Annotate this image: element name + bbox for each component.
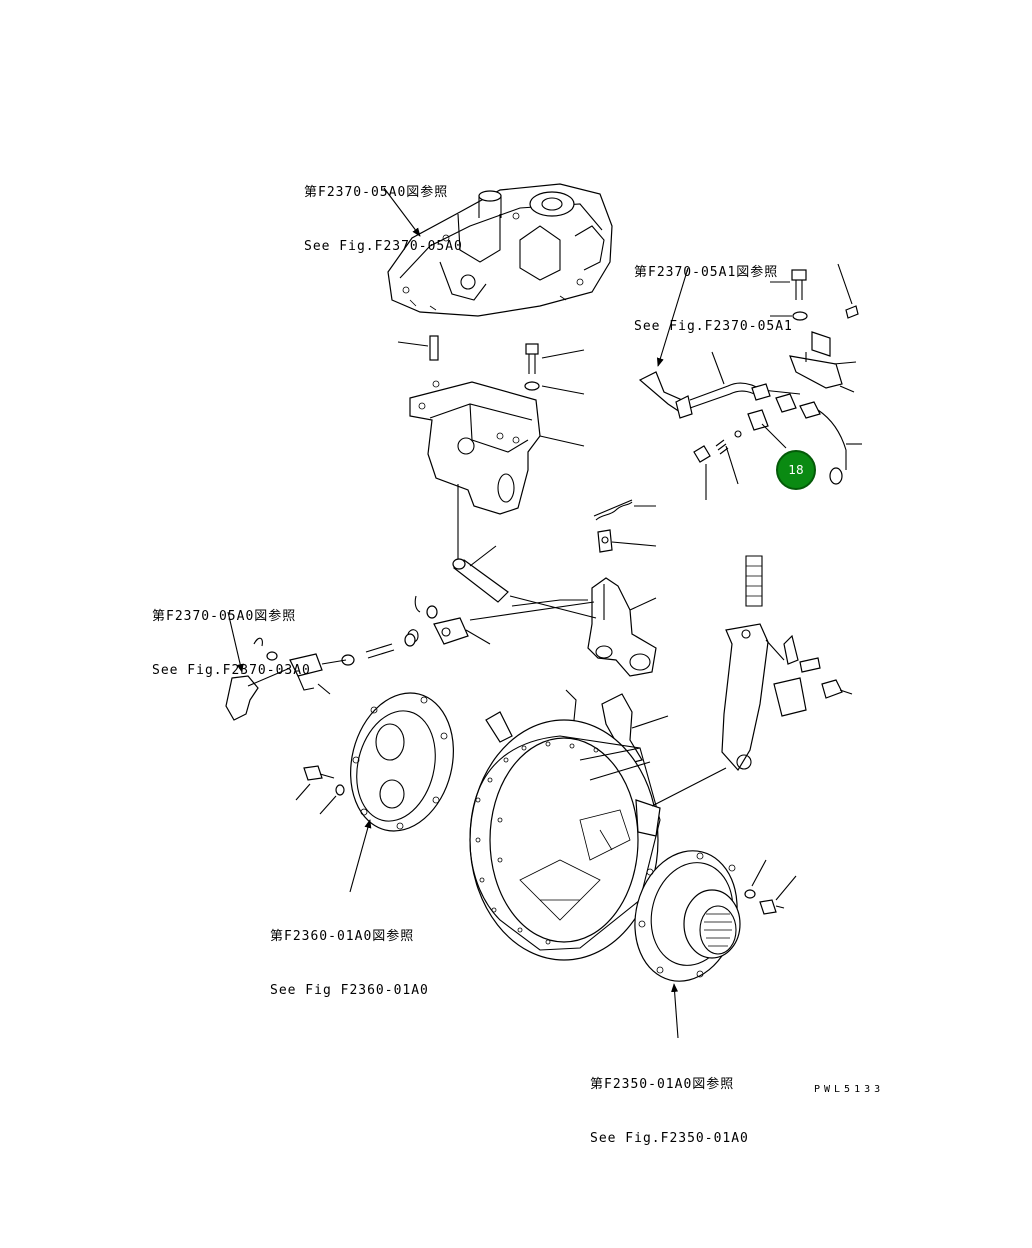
linkage-center [407,499,657,677]
reference-left-linkage: 第F2370-05A0図参照 See Fig.F2370-03A0 [152,572,311,698]
reference-top-right-line2: See Fig.F2370-05A1 [634,319,793,334]
reference-top-cover-line1: 第F2370-05A0図参照 [304,185,449,200]
valve-assembly [638,269,859,485]
part-callout-number: 18 [788,463,804,477]
top-cover-housing [387,183,613,317]
reference-top-cover: 第F2370-05A0図参照 See Fig.F2370-05A0 [304,148,463,274]
reference-plate-line1: 第F2360-01A0図参照 [270,929,415,944]
reference-left-linkage-line1: 第F2370-05A0図参照 [152,609,297,624]
reference-hub: 第F2350-01A0図参照 See Fig.F2350-01A0 [590,1040,749,1166]
reference-top-cover-line2: See Fig.F2370-05A0 [304,239,463,254]
hub [634,850,785,982]
reference-top-right: 第F2370-05A1図参照 See Fig.F2370-05A1 [634,228,793,354]
brake-lever [721,555,853,772]
brake-plate [303,692,454,832]
reference-top-right-line1: 第F2370-05A1図参照 [634,265,779,280]
part-callout-18[interactable]: 18 [776,450,816,490]
reference-plate: 第F2360-01A0図参照 See Fig F2360-01A0 [270,892,429,1018]
reference-hub-line2: See Fig.F2350-01A0 [590,1131,749,1146]
brake-band-drum [469,689,727,961]
drawing-code: PWL5133 [814,1084,885,1095]
left-linkage [225,633,416,721]
reference-plate-line2: See Fig F2360-01A0 [270,983,429,998]
bracket [409,335,541,560]
reference-hub-line1: 第F2350-01A0図参照 [590,1077,735,1092]
band-holes [475,741,599,945]
reference-left-linkage-line2: See Fig.F2370-03A0 [152,663,311,678]
